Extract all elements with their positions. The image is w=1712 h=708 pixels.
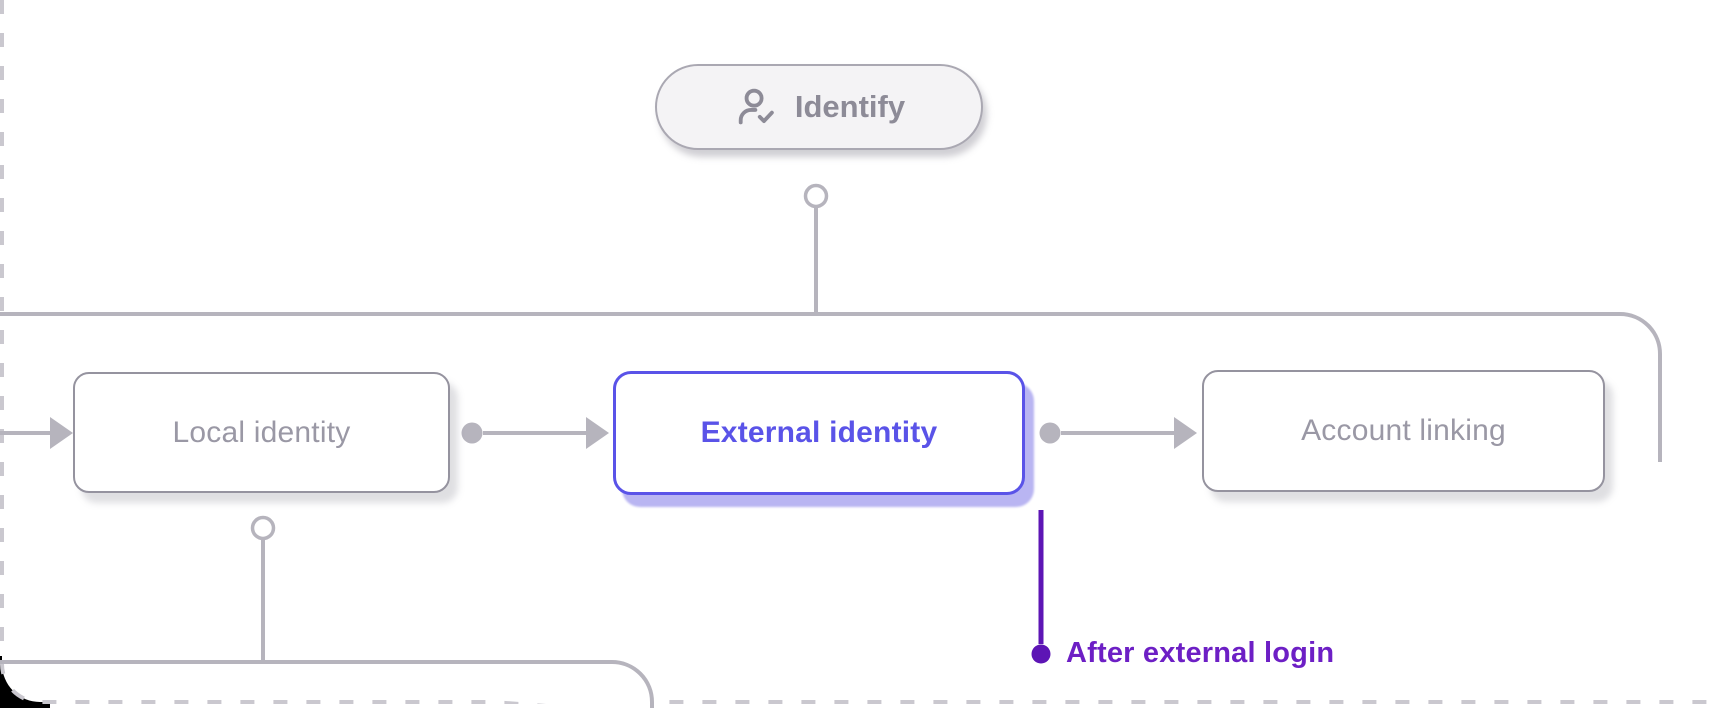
identify-output-port[interactable] — [803, 183, 829, 209]
node-identify[interactable]: Identify — [655, 64, 983, 150]
bus-connector — [0, 312, 1662, 462]
branch-endpoint-dot — [1031, 644, 1051, 664]
arrowhead-local-identity — [50, 417, 73, 449]
node-external-identity[interactable]: External identity — [613, 371, 1025, 495]
partial-node-outline — [0, 660, 654, 708]
node-identify-label: Identify — [794, 89, 906, 124]
arrowhead-external-identity — [586, 417, 609, 449]
node-account-linking-label: Account linking — [1301, 414, 1506, 447]
user-check-icon — [733, 85, 777, 129]
edge-label-after-external-login[interactable]: After external login — [1066, 637, 1335, 669]
node-local-identity-label: Local identity — [172, 415, 351, 449]
node-local-identity[interactable]: Local identity — [73, 372, 450, 493]
external-identity-out-dot — [1039, 422, 1061, 444]
local-identity-out-dot — [461, 422, 483, 444]
node-account-linking[interactable]: Account linking — [1202, 370, 1605, 492]
node-external-identity-label: External identity — [700, 416, 938, 449]
local-identity-bottom-port[interactable] — [250, 515, 276, 541]
arrowhead-account-linking — [1174, 417, 1197, 449]
